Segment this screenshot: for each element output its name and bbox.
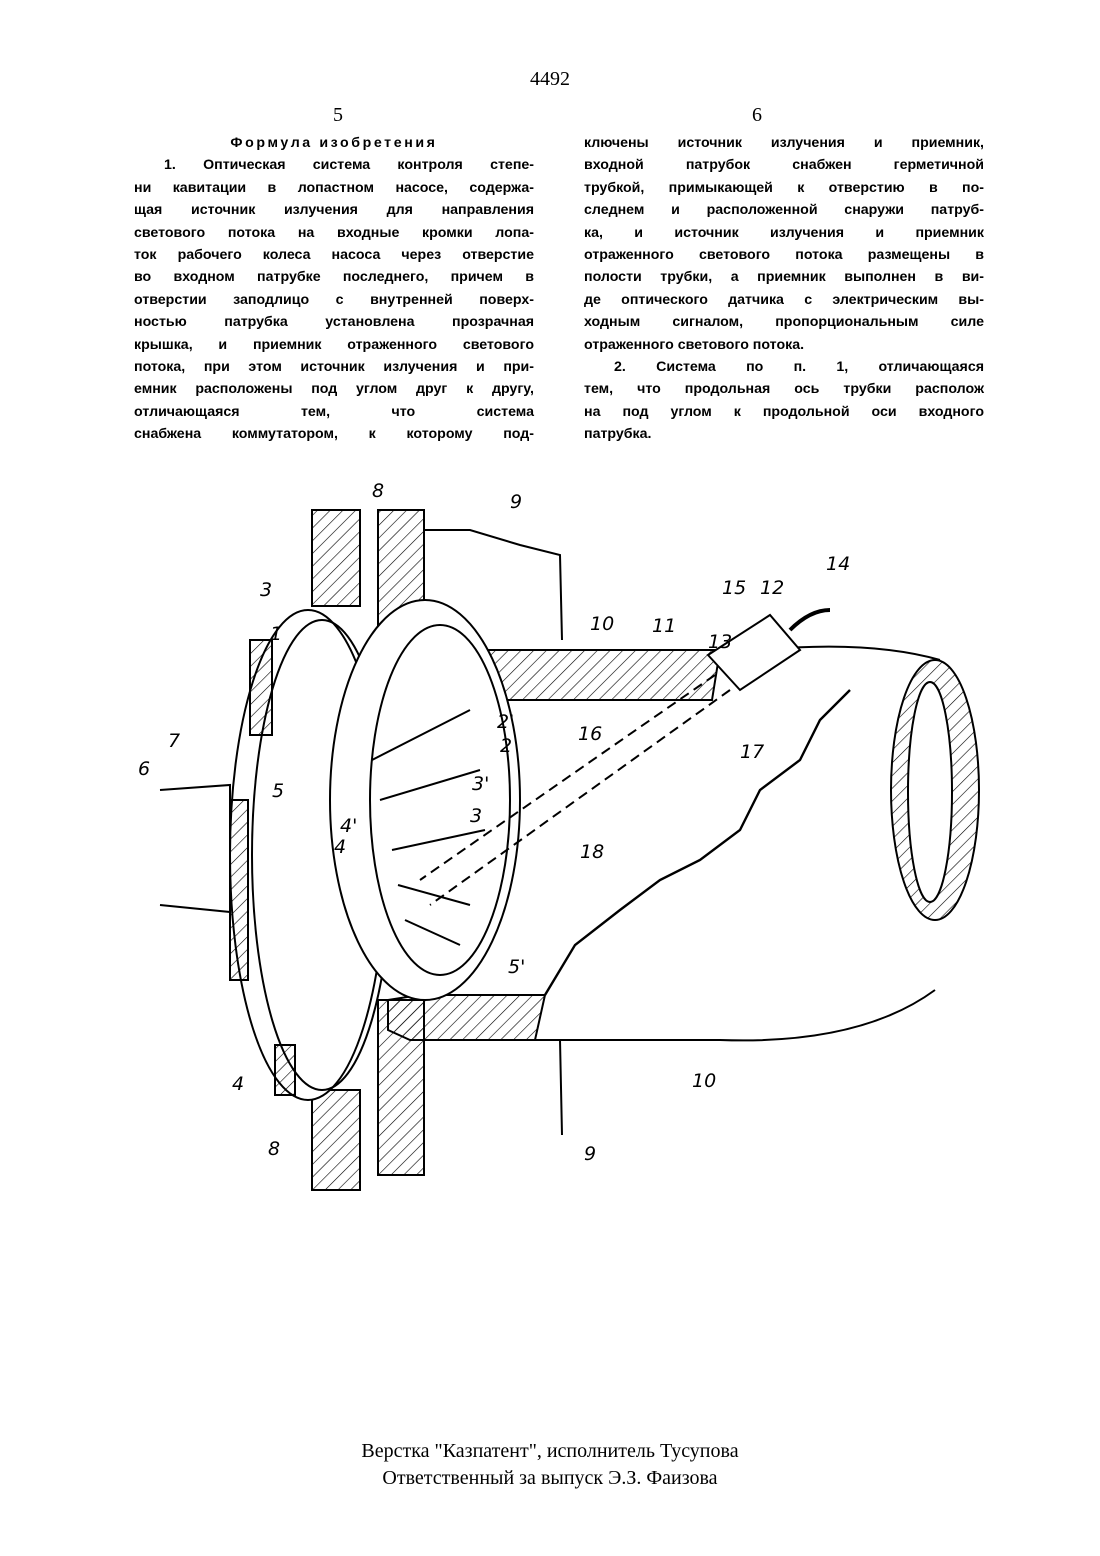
figure-label: 3 — [260, 579, 272, 601]
figure-label: 11 — [652, 615, 676, 637]
figure-label: 14 — [826, 553, 850, 575]
casing-outline-bottom — [424, 1040, 562, 1135]
pump-cavitation-figure: 1 2 2' 3 3' 3 4 4' 4 5 5' 6 7 8 8 9 9 10… — [130, 470, 1010, 1200]
claim-line: светового потока на входные кромки лопа- — [134, 222, 534, 244]
figure-label: 6 — [138, 758, 150, 780]
figure-label: 7 — [168, 730, 180, 752]
figure-label: 13 — [708, 631, 732, 653]
shaft — [160, 785, 230, 912]
claim-line: трубкой, примыкающей к отверстию в по- — [584, 177, 984, 199]
claim-line: на под углом к продольной оси входного — [584, 401, 984, 423]
figure-label: 10 — [692, 1070, 716, 1092]
claim-line: ка, и источник излучения и приемник — [584, 222, 984, 244]
claims-heading: Формула изобретения — [134, 132, 534, 154]
figure-label: 1 — [270, 623, 282, 645]
figure-label: 9 — [510, 491, 522, 513]
claim-line: крышка, и приемник отраженного светового — [134, 334, 534, 356]
figure-label: 17 — [740, 741, 764, 763]
claim-line: отраженного светового потока размещены в — [584, 244, 984, 266]
footer: Верстка "Казпатент", исполнитель Тусупов… — [0, 1438, 1100, 1492]
column-number-left: 5 — [333, 104, 343, 127]
claim-line: отверстии заподлицо с внутренней поверх- — [134, 289, 534, 311]
claim-line: емник расположены под углом друг к другу… — [134, 378, 534, 400]
claim-line: щая источник излучения для направления — [134, 199, 534, 221]
claim-line: де оптического датчика с электрическим в… — [584, 289, 984, 311]
claim-line: ходным сигналом, пропорциональным силе — [584, 311, 984, 333]
sensor-cable — [790, 610, 830, 630]
claim-line: снабжена коммутатором, к которому под- — [134, 423, 534, 445]
flange-wall-top-left — [312, 510, 360, 606]
claim-line: полости трубки, а приемник выполнен в ви… — [584, 266, 984, 288]
figure-label: 4 — [232, 1073, 244, 1095]
column-number-right: 6 — [752, 104, 762, 127]
figure-label: 3 — [470, 805, 482, 827]
figure-label: 8 — [268, 1138, 280, 1160]
figure-label: 5' — [508, 956, 525, 978]
figure-label: 2 — [500, 735, 512, 757]
claim-line: потока, при этом источник излучения и пр… — [134, 356, 534, 378]
pipe-bottom-edge — [540, 990, 935, 1040]
figure-label: 16 — [578, 723, 602, 745]
mark-3 — [250, 640, 272, 735]
claim-line: 2. Система по п. 1, отличающаяся — [584, 356, 984, 378]
impeller-eye-outer — [330, 600, 520, 1000]
mark-4 — [275, 1045, 295, 1095]
claim-line: патрубка. — [584, 423, 984, 445]
claim-line: ток рабочего колеса насоса через отверст… — [134, 244, 534, 266]
figure-label: 4' — [340, 815, 357, 837]
figure-label: 18 — [580, 841, 604, 863]
claim-line: тем, что продольная ось трубки располож — [584, 378, 984, 400]
figure-label: 5 — [272, 780, 284, 802]
figure-label: 8 — [372, 480, 384, 502]
figure-label: 10 — [590, 613, 614, 635]
claim-line: 1. Оптическая система контроля степе- — [134, 154, 534, 176]
footer-line-2: Ответственный за выпуск Э.З. Фаизова — [0, 1465, 1100, 1492]
flange-wall-bottom-left — [312, 1090, 360, 1190]
claim-line: входной патрубок снабжен герметичной — [584, 154, 984, 176]
claim-line: во входном патрубке последнего, причем в — [134, 266, 534, 288]
claim-line: следнем и расположенной снаружи патруб- — [584, 199, 984, 221]
page-number: 4492 — [0, 68, 1100, 91]
claims-left-column: Формула изобретения 1. Оптическая систем… — [134, 132, 534, 446]
figure-label: 9 — [584, 1143, 596, 1165]
claim-line: отличающаяся тем, что система — [134, 401, 534, 423]
footer-line-1: Верстка "Казпатент", исполнитель Тусупов… — [0, 1438, 1100, 1465]
pipe-end-opening — [908, 682, 952, 902]
figure-label: 12 — [760, 577, 784, 599]
claim-line: ни кавитации в лопастном насосе, содержа… — [134, 177, 534, 199]
claim-line: ностью патрубка установлена прозрачная — [134, 311, 534, 333]
figure-label: 2' — [497, 711, 514, 733]
figure-label: 15 — [722, 577, 746, 599]
claim-line: ключены источник излучения и приемник, — [584, 132, 984, 154]
inlet-pipe-wall-bottom — [388, 995, 545, 1040]
claim-line: отраженного светового потока. — [584, 334, 984, 356]
mark-5 — [230, 800, 248, 980]
figure-label: 3' — [472, 773, 489, 795]
figure-label: 4 — [334, 836, 346, 858]
claims-right-column: ключены источник излучения и приемник, в… — [584, 132, 984, 446]
